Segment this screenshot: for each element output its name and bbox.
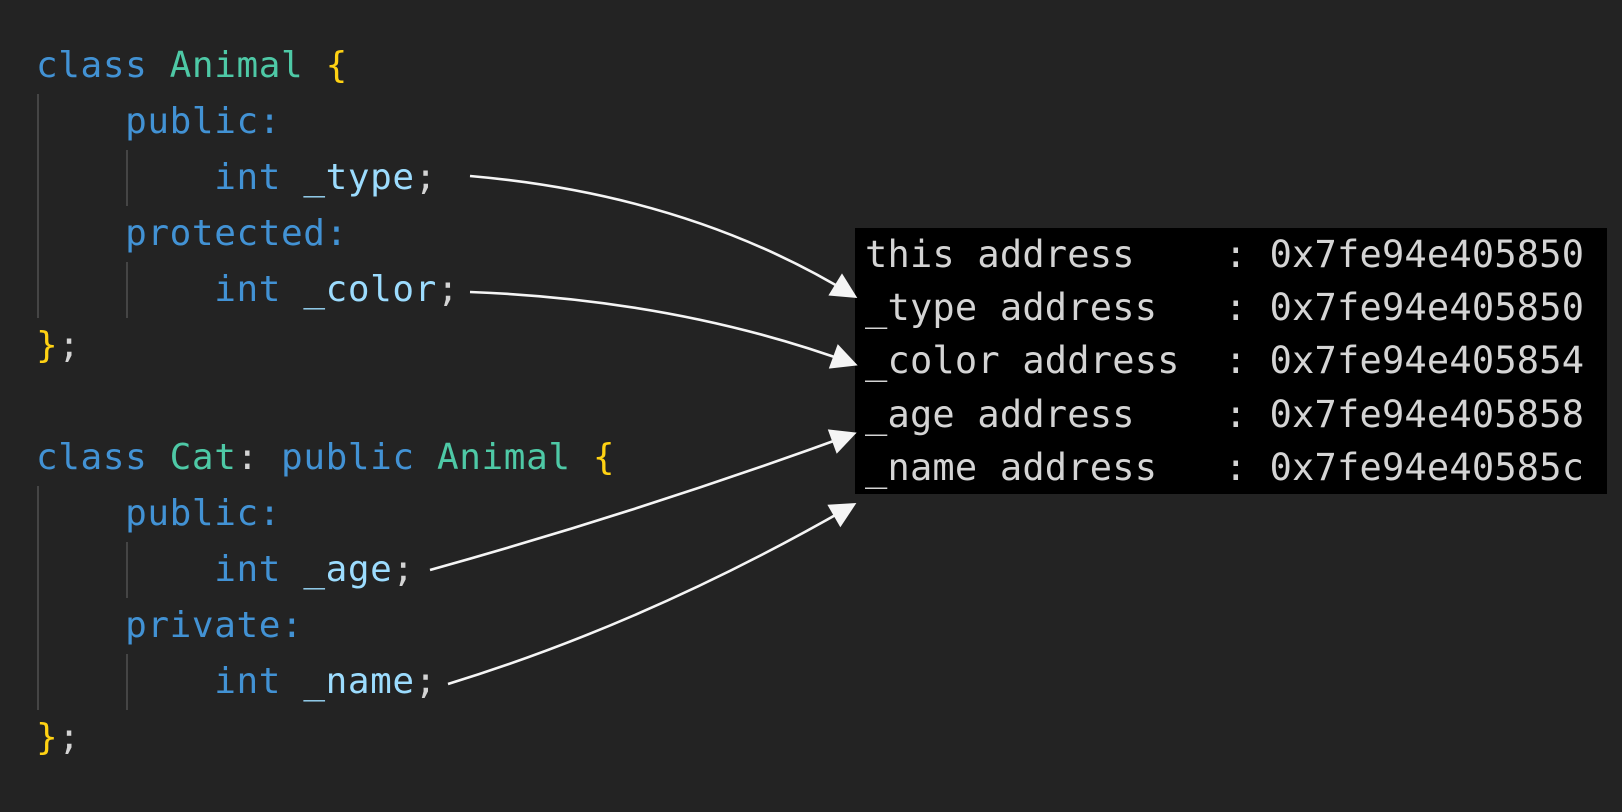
code-token-plain: [571, 437, 593, 478]
indent-guide: [126, 654, 128, 710]
code-token-plain: [281, 157, 303, 198]
code-line: int _type;: [36, 150, 615, 206]
code-token-keyword: class: [36, 45, 148, 86]
code-token-keyword: int: [214, 661, 282, 702]
code-line: };: [36, 710, 615, 766]
code-line: protected:: [36, 206, 615, 262]
code-line: int _name;: [36, 654, 615, 710]
code-token-plain: [281, 661, 303, 702]
code-token-brace: }: [36, 717, 59, 758]
code-line: private:: [36, 598, 615, 654]
code-token-plain: [36, 101, 125, 142]
memory-row-_type-address: _type address : 0x7fe94e405850: [865, 286, 1585, 330]
code-token-plain: [415, 437, 437, 478]
code-token-keyword: class: [36, 437, 148, 478]
code-token-type: Animal: [436, 437, 571, 478]
code-token-member: _age: [303, 549, 393, 590]
code-line: int _age;: [36, 542, 615, 598]
code-token-plain: [303, 45, 325, 86]
memory-row-_age-address: _age address : 0x7fe94e405858: [865, 392, 1585, 436]
memory-panel: this address : 0x7fe94e405850 _type addre…: [855, 228, 1607, 494]
code-token-keyword: private:: [125, 605, 304, 646]
code-token-plain: [259, 437, 281, 478]
code-token-member: _type: [303, 157, 415, 198]
code-token-punct: ;: [414, 157, 437, 198]
code-token-type: Cat: [169, 437, 237, 478]
code-token-punct: ;: [58, 717, 81, 758]
code-token-keyword: int: [214, 157, 282, 198]
code-token-brace: }: [36, 325, 59, 366]
indent-guide: [126, 542, 128, 598]
code-editor: class Animal { public: int _type; protec…: [36, 38, 615, 766]
code-token-punct: ;: [436, 269, 460, 310]
code-token-member: _name: [303, 661, 415, 702]
code-token-punct: ;: [392, 549, 415, 590]
code-token-keyword: protected:: [125, 213, 348, 254]
code-token-keyword: public: [281, 437, 415, 478]
code-token-type: Animal: [169, 45, 304, 86]
memory-row-_color-address: _color address : 0x7fe94e405854: [865, 339, 1585, 383]
code-token-keyword: int: [214, 549, 282, 590]
code-token-plain: [36, 213, 125, 254]
code-token-keyword: public:: [125, 493, 282, 534]
code-line: public:: [36, 94, 615, 150]
code-token-brace: {: [325, 45, 348, 86]
memory-row-_name-address: _name address : 0x7fe94e40585c: [865, 445, 1585, 489]
code-token-punct: :: [236, 437, 259, 478]
code-token-keyword: int: [214, 269, 282, 310]
code-token-plain: [36, 493, 125, 534]
code-token-keyword: public:: [125, 101, 282, 142]
code-token-punct: ;: [58, 325, 81, 366]
indent-guide: [126, 262, 128, 318]
code-line: class Cat: public Animal {: [36, 430, 615, 486]
code-token-plain: [147, 45, 169, 86]
memory-row-this-address: this address : 0x7fe94e405850: [865, 233, 1585, 276]
code-token-plain: [36, 605, 125, 646]
code-token-plain: [281, 549, 303, 590]
code-token-member: _color: [303, 269, 437, 310]
indent-guide: [37, 486, 39, 710]
code-line: int _color;: [36, 262, 615, 318]
code-line: [36, 374, 615, 430]
code-token-plain: [281, 269, 303, 310]
code-token-plain: [147, 437, 169, 478]
code-token-brace: {: [592, 437, 616, 478]
indent-guide: [126, 150, 128, 206]
indent-guide: [37, 94, 39, 318]
code-token-punct: ;: [414, 661, 437, 702]
code-line: public:: [36, 486, 615, 542]
code-line: };: [36, 318, 615, 374]
code-line: class Animal {: [36, 38, 615, 94]
